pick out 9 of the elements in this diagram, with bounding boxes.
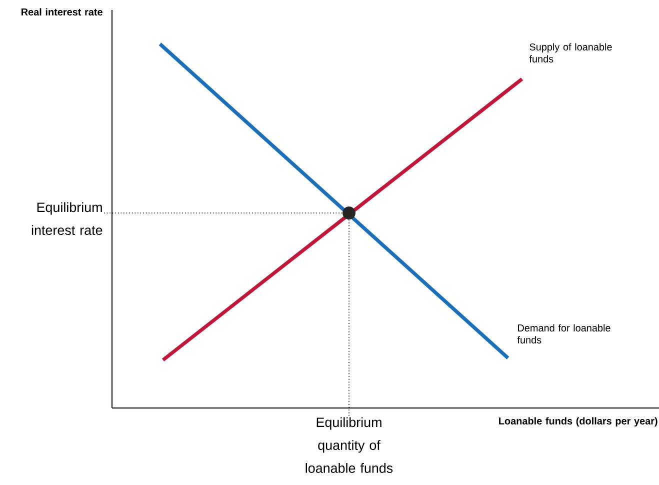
guide-line — [104, 212, 343, 214]
curve-label: Supply of loanable funds — [529, 43, 612, 62]
axis-label: Equilibrium interest rate — [32, 202, 102, 235]
axis-title: Real interest rate — [22, 8, 102, 16]
axis-label: Equilibrium quantity of loanable funds — [306, 417, 393, 473]
equilibrium-point — [342, 206, 356, 220]
curve-label: Demand for loanable funds — [517, 324, 610, 344]
guide-line — [348, 219, 350, 416]
axis-title: Loanable funds (dollars per year) — [499, 417, 658, 426]
